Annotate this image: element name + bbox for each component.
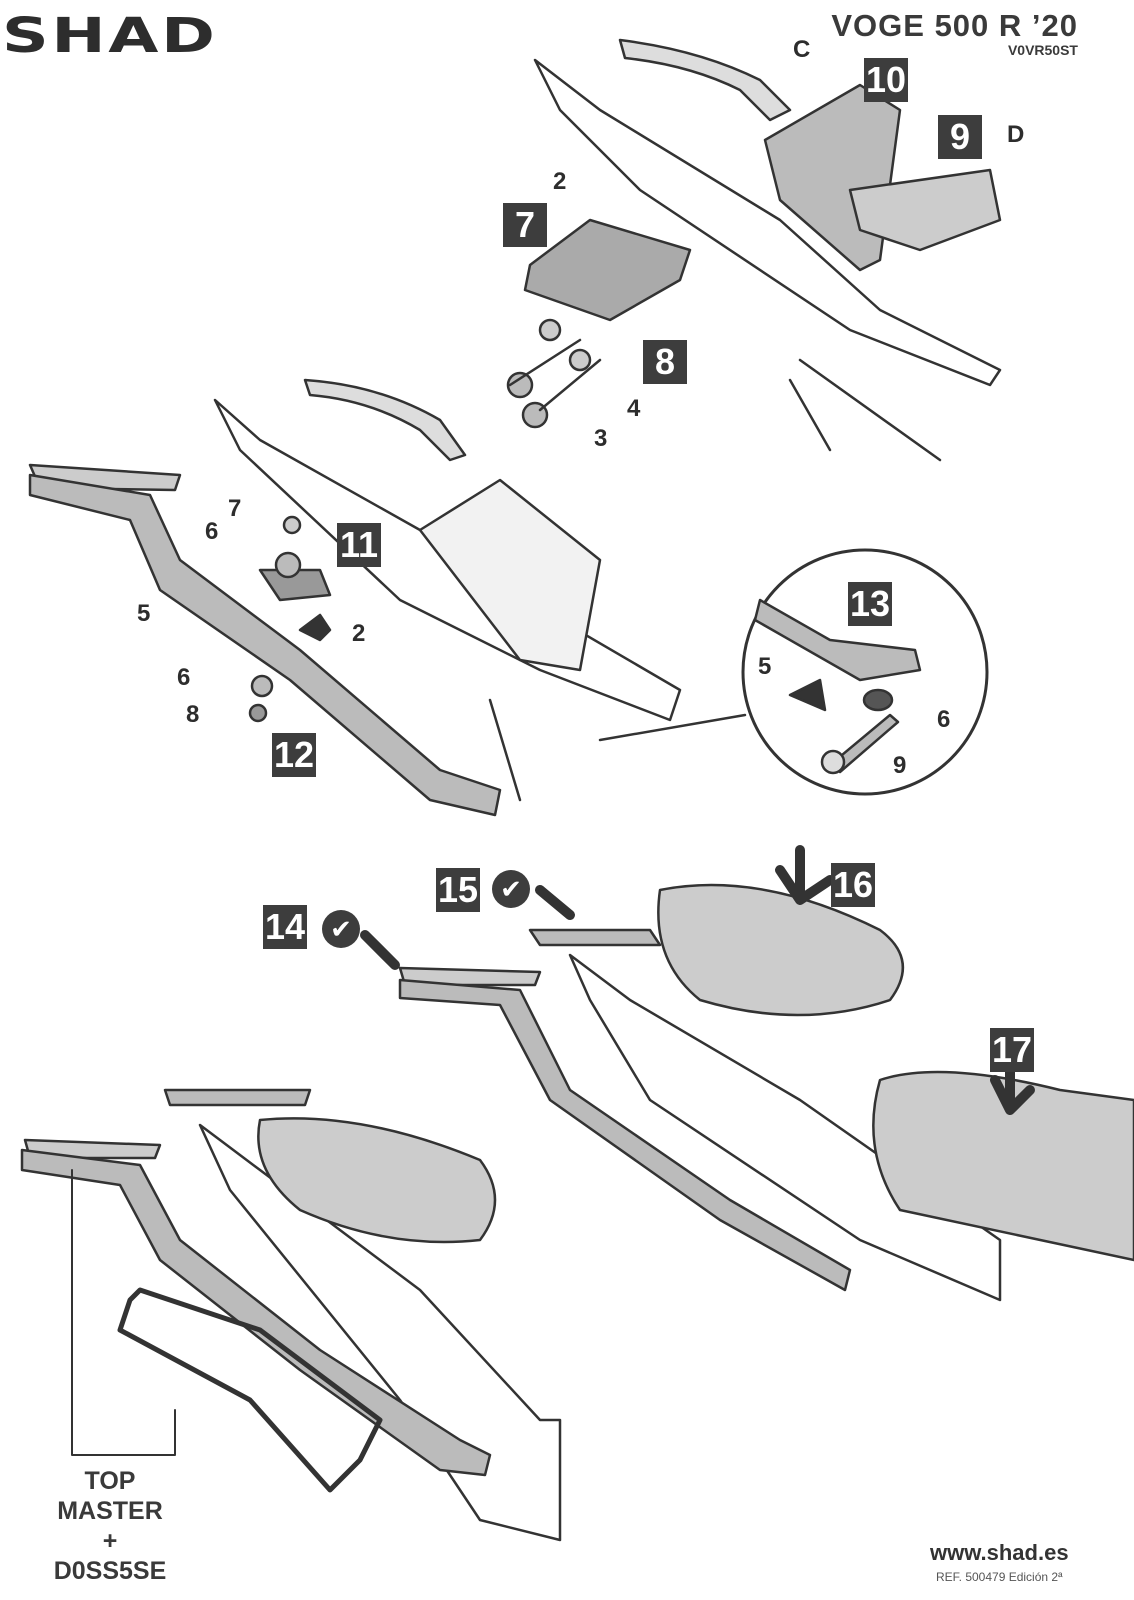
kit-code: V0VR50ST (1007, 42, 1078, 58)
callout-part-2: 2 (352, 620, 366, 647)
step-9: 9 (938, 115, 982, 159)
step-7: 7 (503, 203, 547, 247)
step-15: 15 (436, 868, 480, 912)
tail-illustration-bottom-left (20, 1088, 562, 1542)
callout-part-9: 9 (893, 752, 907, 779)
step-10: 10 (864, 58, 908, 102)
callout-part-6: 6 (205, 518, 219, 545)
callout-part-3: 3 (594, 425, 608, 452)
reference-text: REF. 500479 Edición 2ª (936, 1570, 1063, 1584)
shad-logo: SHAD (2, 8, 218, 64)
callout-c: C (793, 36, 811, 63)
tail-illustration-middle (28, 378, 747, 817)
step-12: 12 (272, 733, 316, 777)
callout-part-4: 4 (627, 395, 641, 422)
callout-part-7: 7 (228, 495, 242, 522)
website-link[interactable]: www.shad.es (930, 1540, 1069, 1565)
tail-illustration-top (506, 38, 1002, 462)
step-17: 17 (990, 1028, 1034, 1072)
check-icon: ✔ (492, 870, 530, 908)
tail-illustration-bottom-right (360, 845, 1134, 1302)
callout-part-5: 5 (137, 600, 151, 627)
callout-part-8: 8 (186, 701, 200, 728)
step-13: 13 (848, 582, 892, 626)
callout-part-5: 5 (758, 653, 772, 680)
callout-part-2: 2 (553, 168, 567, 195)
accessory-label: TOP MASTER + D0SS5SE (30, 1466, 190, 1586)
accessory-plus: + (102, 1527, 118, 1555)
step-8: 8 (643, 340, 687, 384)
step-14: 14 (263, 905, 307, 949)
step-16: 16 (831, 863, 875, 907)
step-11: 11 (337, 523, 381, 567)
accessory-line-1: TOP MASTER (57, 1467, 163, 1525)
accessory-line-2: D0SS5SE (53, 1557, 167, 1585)
model-title: VOGE 500 R ’20 (831, 8, 1078, 43)
check-icon: ✔ (322, 910, 360, 948)
callout-part-6: 6 (177, 664, 191, 691)
callout-d: D (1007, 121, 1025, 148)
callout-part-6: 6 (937, 706, 951, 733)
